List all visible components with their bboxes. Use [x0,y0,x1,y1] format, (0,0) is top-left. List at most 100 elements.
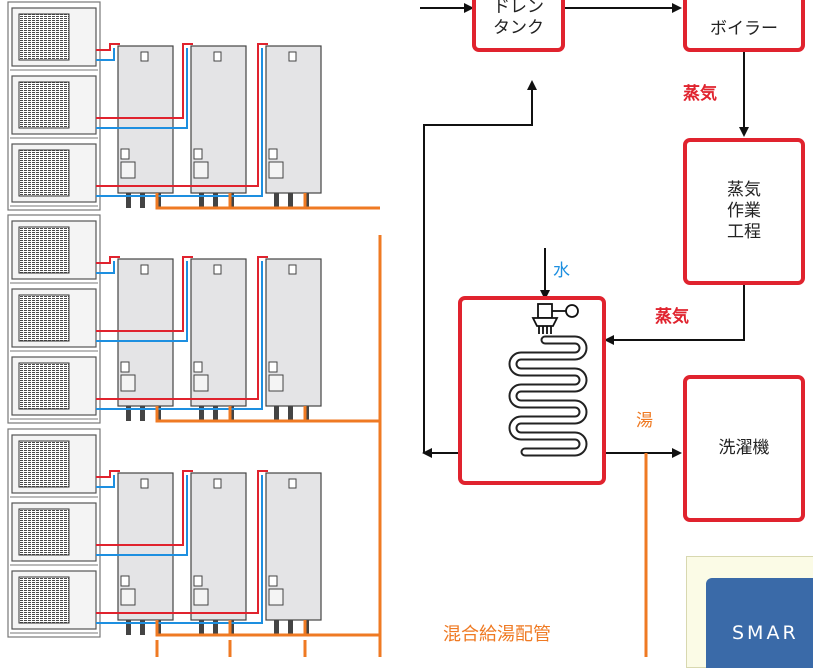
tank-leg [199,193,204,208]
tank-leg [274,406,279,421]
rack-frame [7,428,101,638]
tank-leg [213,193,218,208]
mixed-piping-label: 混合給湯配管 [443,624,551,645]
boiler-label: ボイラー [685,0,803,50]
tank-indicator [213,264,222,275]
red-refrigerant-pipe [96,256,193,332]
tank-panel [193,148,203,160]
drain-tank-box [472,0,565,52]
tank-panel [268,161,284,179]
tank-leg [140,406,145,421]
outdoor-unit-grille [18,294,70,342]
outdoor-unit-grille [18,81,70,129]
red-refrigerant-pipe [96,43,268,187]
red-refrigerant-pipe [96,470,268,614]
drain-tank-line-2: タンク [493,18,544,38]
tank-indicator [288,51,297,62]
tank-indicator [288,478,297,489]
tank-panel [120,361,130,373]
blue-refrigerant-pipe [96,48,263,197]
flow-lines [420,3,749,458]
tank-panel [193,374,209,392]
smart-banner [706,578,813,668]
tank-leg [126,193,131,208]
tank-panel [120,161,136,179]
tank-leg [213,620,218,635]
tank-panel [193,575,203,587]
tank-panel [193,161,209,179]
tank-indicator [213,51,222,62]
water-label: 水 [553,261,570,281]
steam-process-line-2: 作業 [727,200,761,221]
tank-panel [120,148,130,160]
blue-refrigerant-pipe [96,475,115,488]
tank-panel [120,575,130,587]
blue-refrigerant-pipe [96,261,115,274]
blue-refrigerant-pipe [96,261,188,342]
smart-banner-text: SMAR [732,622,799,644]
rack-frame [7,1,101,211]
sprinkler-valve-icon [531,303,579,334]
red-refrigerant-pipe [96,470,193,546]
drain-tank-label: ドレン タンク [474,0,563,50]
blue-refrigerant-pipe [96,48,188,129]
tank-leg [274,193,279,208]
tank-panel [268,148,278,160]
tank-leg [288,193,293,208]
washer-box [683,375,805,522]
drain-tank-line-1: ドレン [493,0,544,17]
tank-panel [120,374,136,392]
steam-process-line-3: 工程 [727,222,761,243]
tank-leg [274,620,279,635]
outdoor-unit-grille [18,440,70,488]
outdoor-unit-grille [18,149,70,197]
red-refrigerant-pipe [96,470,120,478]
washer-text: 洗濯機 [718,437,770,458]
tank-leg [140,620,145,635]
hot-water-label: 湯 [636,411,653,431]
tank-indicator [140,478,149,489]
boiler-box [683,0,805,52]
tank-leg [199,620,204,635]
tank-leg [126,620,131,635]
steam-process-box [683,138,805,285]
steam-mid-label: 蒸気 [655,307,689,327]
steam-process-label: 蒸気 作業 工程 [685,140,803,283]
boiler-text: ボイラー [710,19,778,40]
steam-top-label: 蒸気 [683,84,717,104]
tank-leg [126,406,131,421]
tank-panel [268,588,284,606]
tank-indicator [288,264,297,275]
tank-panel [268,361,278,373]
tank-indicator [213,478,222,489]
tank-panel [268,374,284,392]
tank-indicator [140,264,149,275]
tank-leg [288,406,293,421]
washer-label: 洗濯機 [685,377,803,520]
red-refrigerant-pipe [96,43,120,51]
rack-frame [7,214,101,424]
steam-process-line-1: 蒸気 [727,179,761,200]
tank-leg [199,406,204,421]
blue-refrigerant-pipe [96,475,188,556]
tank-panel [120,588,136,606]
red-refrigerant-pipe [96,256,120,264]
outdoor-unit-grille [18,576,70,624]
outdoor-unit-grille [18,13,70,61]
red-refrigerant-pipe [96,43,193,119]
tank-panel [268,575,278,587]
tank-indicator [140,51,149,62]
red-refrigerant-pipe [96,256,268,400]
tank-leg [288,620,293,635]
tank-panel [193,588,209,606]
heat-pump-array [7,1,382,657]
tank-leg [213,406,218,421]
blue-refrigerant-pipe [96,48,115,61]
outdoor-unit-grille [18,362,70,410]
outdoor-unit-grille [18,508,70,556]
outdoor-unit-grille [18,226,70,274]
tank-leg [140,193,145,208]
blue-refrigerant-pipe [96,261,263,410]
